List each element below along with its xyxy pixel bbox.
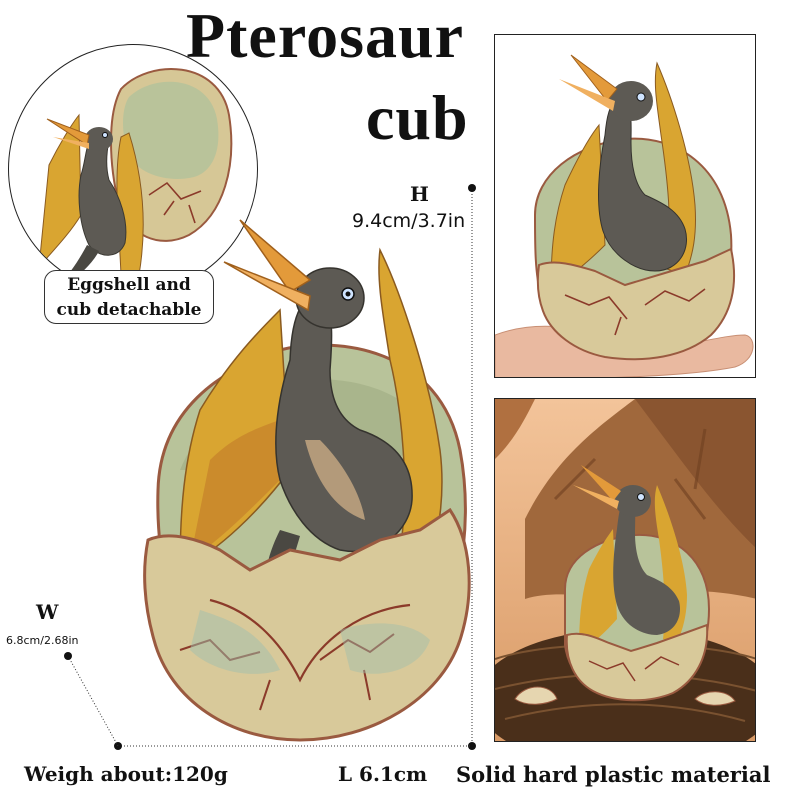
length-caption: L 6.1cm xyxy=(338,762,428,786)
main-product-illustration xyxy=(143,219,471,742)
photo-in-hand xyxy=(494,34,756,378)
in-hand-illustration xyxy=(495,54,754,377)
material-caption: Solid hard plastic material xyxy=(456,762,771,787)
product-title-line-1: Pterosaur xyxy=(186,0,464,71)
width-value: 6.8cm/2.68in xyxy=(6,634,79,647)
height-letter: H xyxy=(410,182,429,206)
product-title-line-2: cub xyxy=(366,82,469,153)
detail-label: Eggshell and cub detachable xyxy=(44,270,214,324)
height-value: 9.4cm/3.7in xyxy=(352,210,466,232)
photo-in-nest xyxy=(494,398,756,742)
detached-egg-illustration xyxy=(38,68,233,285)
detail-circle-image xyxy=(8,44,258,294)
detail-label-line-1: Eggshell and xyxy=(67,275,191,295)
width-letter: W xyxy=(36,600,59,624)
nest-scene-illustration xyxy=(495,399,755,741)
detail-label-line-2: cub detachable xyxy=(56,300,202,320)
weight-caption: Weigh about:120g xyxy=(24,762,228,786)
